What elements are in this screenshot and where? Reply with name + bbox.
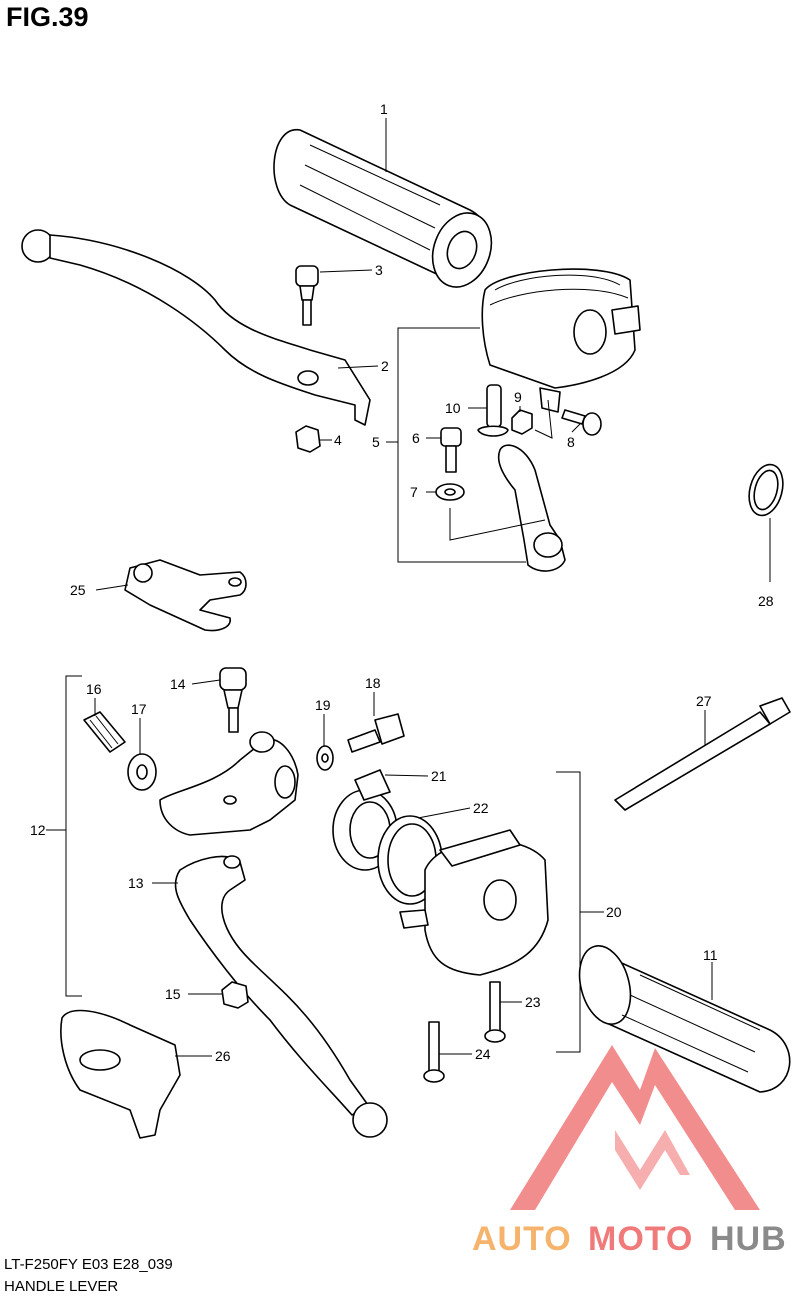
part-7-washer	[435, 483, 465, 501]
lever-bracket	[159, 731, 299, 836]
part-9-nut	[511, 409, 533, 435]
callout-18: 18	[365, 675, 381, 691]
throttle-housing	[481, 268, 641, 413]
watermark-auto: AUTO	[472, 1220, 572, 1258]
part-15-nut	[221, 981, 249, 1009]
callout-3: 3	[375, 262, 383, 278]
caption-section: HANDLE LEVER	[4, 1278, 119, 1295]
callout-23: 23	[525, 994, 541, 1010]
watermark-logo	[510, 1045, 760, 1210]
part-6-bolt	[440, 427, 462, 473]
callout-13: 13	[128, 875, 144, 891]
callout-28: 28	[758, 593, 774, 609]
callout-17: 17	[131, 701, 147, 717]
callout-leaders	[46, 118, 713, 1057]
callout-27: 27	[696, 693, 712, 709]
watermark-triangle-icon	[510, 1045, 760, 1210]
watermark-hub: HUB	[710, 1220, 787, 1258]
part-17-gear	[127, 753, 157, 791]
callout-7: 7	[410, 484, 418, 500]
callout-11: 11	[703, 947, 718, 963]
part-23-screw	[484, 981, 506, 1043]
callout-14: 14	[170, 676, 186, 692]
part-11-grip	[578, 945, 791, 1093]
watermark-moto: MOTO	[588, 1220, 693, 1258]
bracket-5	[397, 327, 553, 563]
part-24-screw	[423, 1021, 445, 1083]
figure-title: FIG.39	[6, 2, 89, 32]
part-2-lever	[21, 229, 371, 426]
throttle-lever-arm	[497, 444, 566, 572]
callout-9: 9	[514, 389, 522, 405]
callout-1: 1	[380, 101, 388, 117]
bracket-12	[65, 675, 82, 997]
callout-12: 12	[30, 822, 46, 838]
callout-26: 26	[215, 1048, 231, 1064]
callout-15: 15	[165, 986, 181, 1002]
callout-4: 4	[334, 432, 342, 448]
part-26-boot	[60, 1009, 181, 1139]
caption-model: LT-F250FY E03 E28_039	[4, 1256, 173, 1273]
part-3-bolt	[295, 265, 319, 326]
part-4-nut	[295, 425, 321, 453]
part-1-grip	[273, 129, 493, 288]
callout-10: 10	[445, 400, 461, 416]
part-8-screw	[561, 409, 602, 436]
part-10-pin	[477, 384, 509, 437]
part-28-ring	[748, 463, 784, 582]
callout-20: 20	[606, 904, 622, 920]
part-16-adjuster	[83, 711, 126, 753]
part-27-tie	[614, 697, 791, 811]
callout-6: 6	[412, 430, 420, 446]
switch-housing	[399, 829, 549, 976]
part-18-screw	[347, 713, 405, 753]
part-14-bolt	[219, 667, 247, 733]
part-13-lever	[174, 855, 388, 1138]
callout-24: 24	[475, 1046, 491, 1062]
callout-8: 8	[567, 434, 575, 450]
callout-5: 5	[372, 434, 380, 450]
callout-numbers: 1 2 3 4 5 6 7 8 9 10 11 12 13 14 15 16 1…	[30, 101, 774, 1064]
callout-16: 16	[86, 681, 102, 697]
callout-22: 22	[473, 800, 489, 816]
part-19-washer	[316, 745, 334, 771]
callout-21: 21	[431, 768, 447, 784]
bracket-20	[556, 771, 581, 1053]
callout-19: 19	[315, 697, 331, 713]
callout-2: 2	[381, 358, 389, 374]
callout-25: 25	[70, 582, 86, 598]
part-25-bracket	[124, 559, 247, 632]
